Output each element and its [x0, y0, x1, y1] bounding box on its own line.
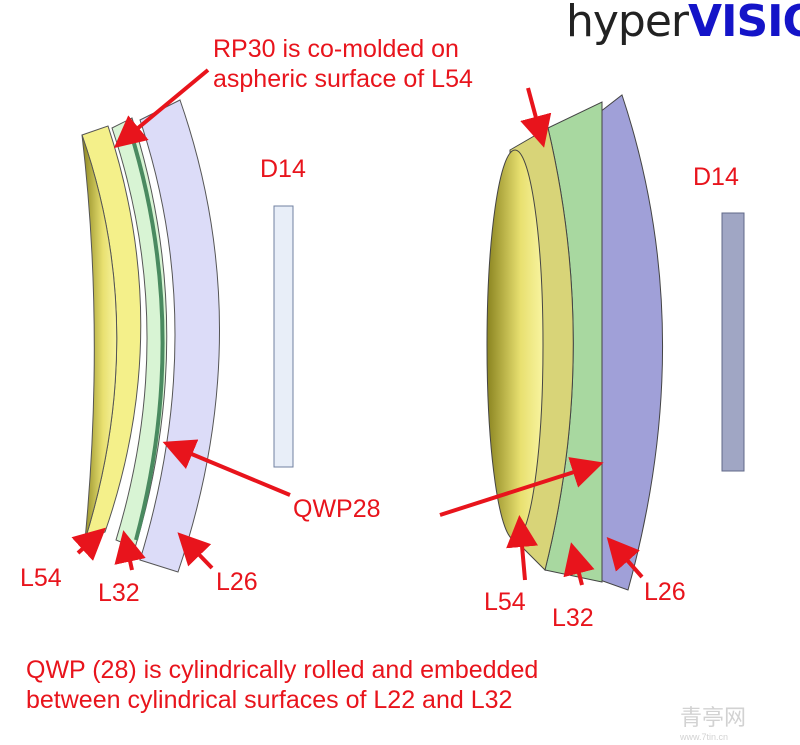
lens-l54-right-face: [486, 149, 544, 541]
annotation-arrows: [71, 68, 644, 586]
display-d14-right: [721, 212, 745, 472]
qwp28-left: [128, 129, 165, 541]
label-l54-left: L54: [20, 564, 62, 592]
label-d14-left: D14: [260, 155, 306, 183]
bottom-note: QWP (28) is cylindrically rolled and emb…: [26, 656, 539, 714]
label-l26-right: L26: [644, 578, 686, 606]
hypervision-logo: hyperVISION: [566, 0, 800, 47]
lens-l26-left: [139, 99, 220, 573]
label-d14-right: D14: [693, 163, 739, 191]
label-l32-left: L32: [98, 579, 140, 607]
label-l32-right: L32: [552, 604, 594, 632]
lens-l26-right: [599, 94, 664, 591]
label-qwp28: QWP28: [293, 495, 381, 523]
label-l26-left: L26: [216, 568, 258, 596]
display-d14-left: [273, 205, 294, 468]
left-assembly: [81, 99, 294, 573]
rp30-note: RP30 is co-molded on aspheric surface of…: [213, 35, 473, 93]
label-l54-right: L54: [484, 588, 526, 616]
